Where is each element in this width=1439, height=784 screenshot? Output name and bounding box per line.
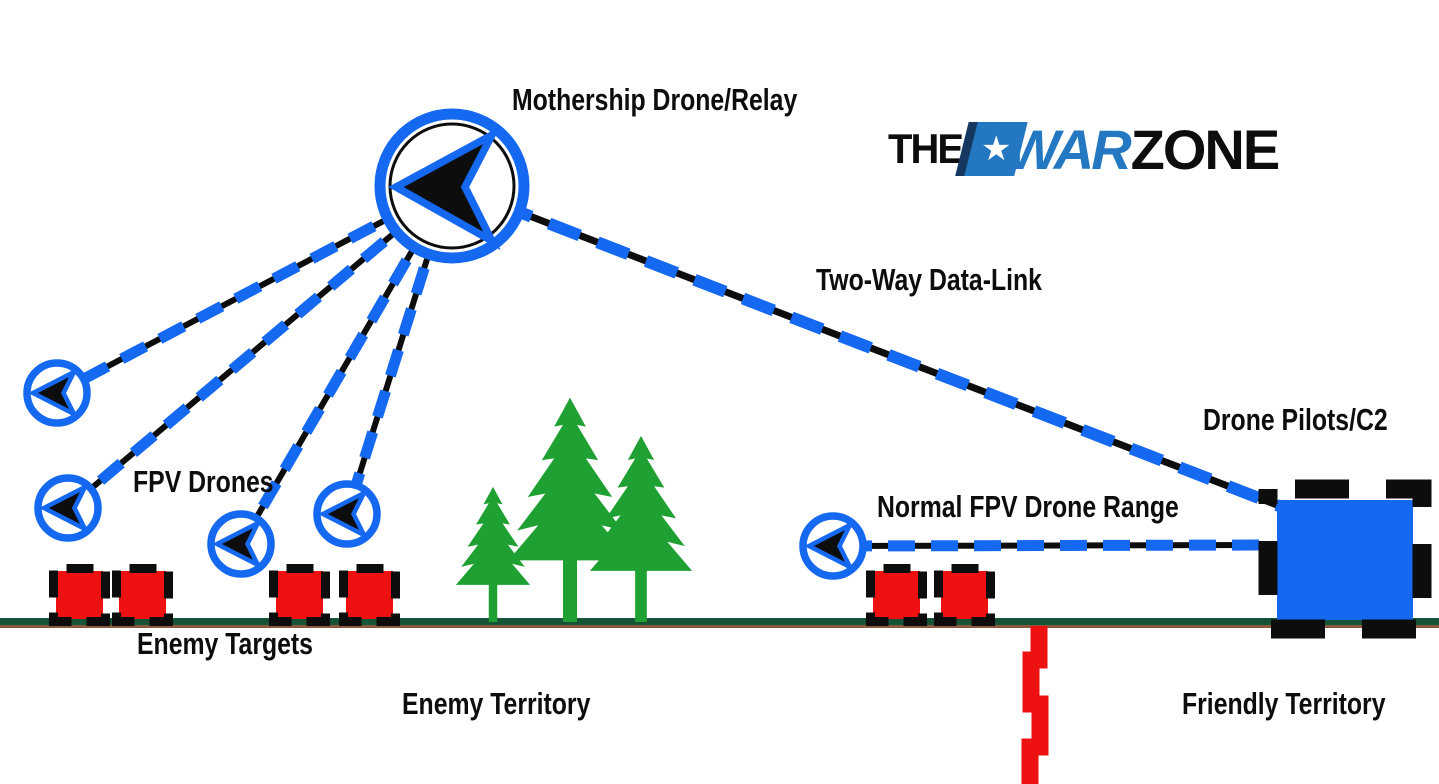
fpv-drone xyxy=(27,363,87,423)
relay-link-2 xyxy=(64,181,454,513)
logo-war-text: WAR xyxy=(1007,117,1132,181)
fpv-drone xyxy=(803,516,863,576)
fpv-range-label: Normal FPV Drone Range xyxy=(877,489,1179,524)
logo-zone-text: ZONE xyxy=(1130,117,1281,181)
front-line-divider xyxy=(1021,626,1049,784)
c2-building xyxy=(1258,479,1432,639)
enemy-target xyxy=(274,569,326,622)
enemy-territory-label: Enemy Territory xyxy=(402,686,591,721)
tree-medium xyxy=(589,435,693,622)
mothership-label: Mothership Drone/Relay xyxy=(512,82,798,117)
logo-the-text: THE xyxy=(888,125,964,172)
data-link-label: Two-Way Data-Link xyxy=(816,262,1042,297)
fpv-range-line xyxy=(844,539,1267,552)
ground-line xyxy=(0,618,1439,628)
drone-pilots-label: Drone Pilots/C2 xyxy=(1203,402,1388,437)
mothership-drone xyxy=(374,108,530,264)
enemy-target xyxy=(117,569,169,622)
warzone-logo: THE ★ WAR ZONE xyxy=(888,116,1281,182)
enemy-target xyxy=(344,569,396,622)
fpv-drone xyxy=(317,484,377,544)
friendly-territory-label: Friendly Territory xyxy=(1182,686,1386,721)
two-way-data-link-line xyxy=(449,180,1298,518)
enemy-target xyxy=(939,569,991,622)
enemy-target xyxy=(871,569,923,622)
fpv-drone xyxy=(38,478,98,538)
enemy-targets-label: Enemy Targets xyxy=(137,626,313,661)
fpv-drones-label: FPV Drones xyxy=(133,464,274,499)
fpv-drone xyxy=(211,514,271,574)
enemy-target xyxy=(54,569,106,622)
